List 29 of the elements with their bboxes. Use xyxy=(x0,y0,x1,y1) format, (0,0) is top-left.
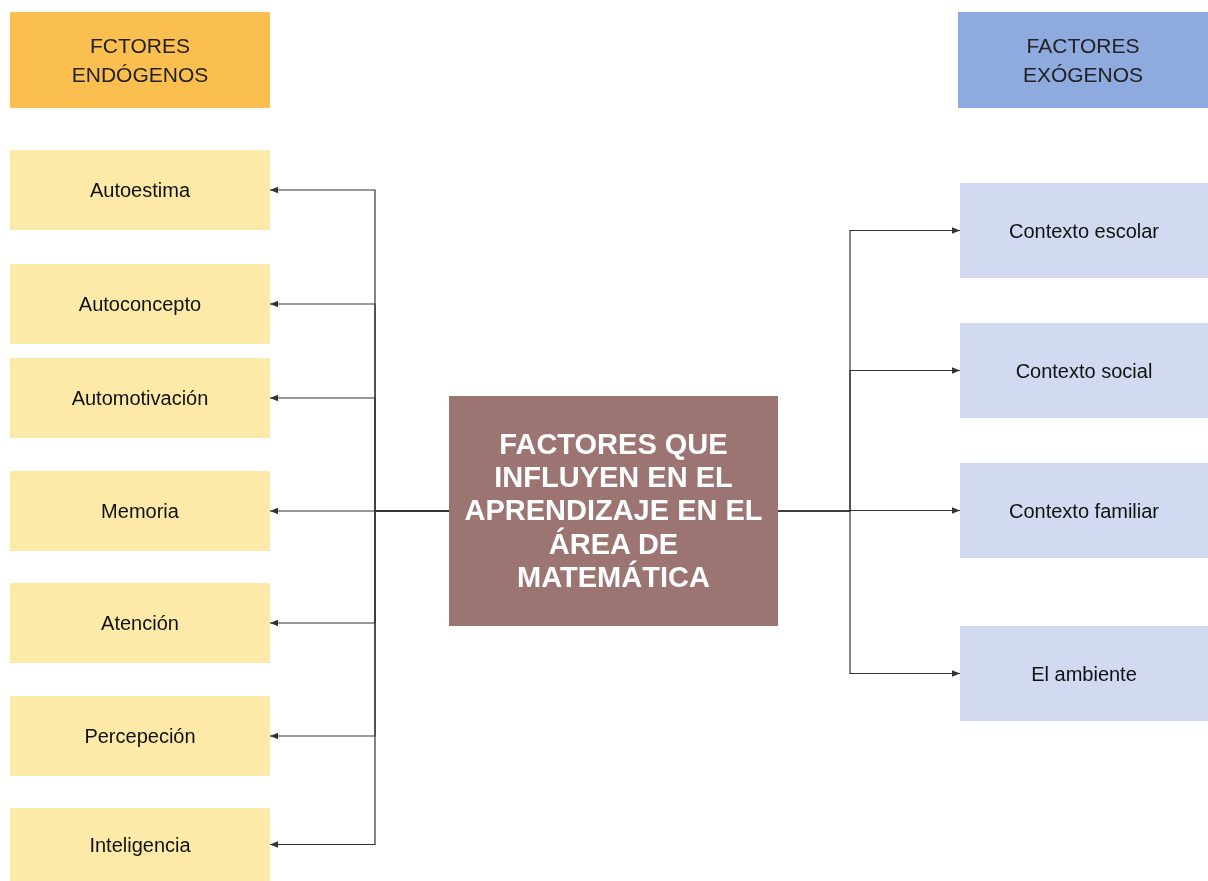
box-label: Contexto social xyxy=(1015,358,1153,384)
box-label: Contexto familiar xyxy=(1008,498,1160,524)
header-box xyxy=(10,12,270,108)
central-topic-box xyxy=(449,396,778,626)
factor-box xyxy=(960,626,1208,721)
factor-box xyxy=(960,323,1208,418)
box-label: FACTORES EXÓGENOS xyxy=(1021,32,1145,88)
factor-box xyxy=(960,183,1208,278)
factor-box xyxy=(10,264,270,344)
factor-box xyxy=(10,358,270,438)
factor-box xyxy=(10,696,270,776)
box-label: Inteligencia xyxy=(89,832,191,858)
box-label: Memoria xyxy=(101,499,179,524)
box-label: Contexto escolar xyxy=(1008,218,1160,244)
box-label: Percepeción xyxy=(84,724,196,749)
factor-box xyxy=(10,583,270,663)
box-label: Autoestima xyxy=(89,178,191,203)
box-label: FCTORES ENDÓGENOS xyxy=(70,32,210,88)
box-label: Autoconcepto xyxy=(78,292,202,317)
box-label: Automotivación xyxy=(71,386,209,411)
header-box xyxy=(958,12,1208,108)
box-label: El ambiente xyxy=(1031,661,1137,687)
box-label: Atención xyxy=(101,611,179,636)
factor-box xyxy=(960,463,1208,558)
connector-arrow xyxy=(777,510,961,677)
factor-box xyxy=(10,471,270,551)
factor-box xyxy=(10,150,270,230)
factor-box xyxy=(10,808,270,881)
central-topic-text: FACTORES QUE INFLUYEN EN EL APRENDIZAJE EN EL ÁREA DE MATEMÁTICA xyxy=(463,427,764,595)
